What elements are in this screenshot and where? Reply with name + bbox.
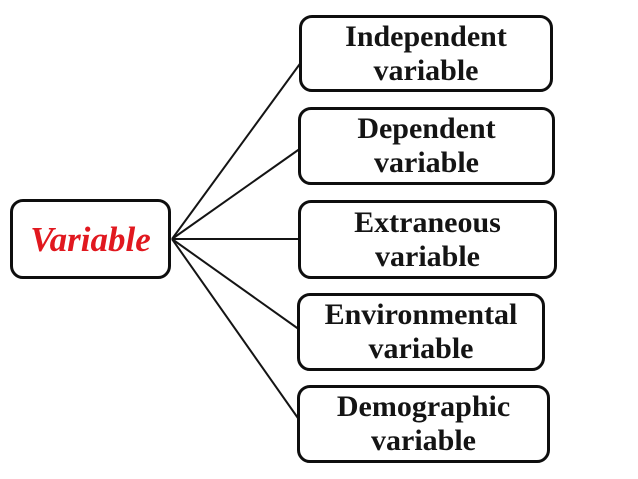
node-label-line1: Extraneous	[354, 205, 501, 239]
node-dependent-variable: Dependent variable	[298, 107, 555, 185]
node-label-line1: Dependent	[357, 112, 496, 145]
node-environmental-variable: Environmental variable	[297, 293, 545, 371]
connector-line-demographic	[171, 238, 301, 422]
node-independent-variable: Independent variable	[299, 15, 553, 92]
node-demographic-variable: Demographic variable	[297, 385, 550, 463]
node-label-line2: variable	[368, 332, 474, 365]
node-variable: Variable	[10, 199, 171, 279]
node-label-line2: variable	[373, 53, 479, 87]
node-label-line1: Environmental	[324, 298, 518, 331]
connector-line-independent	[171, 60, 303, 240]
node-extraneous-variable: Extraneous variable	[298, 200, 557, 279]
connector-line-environmental	[171, 238, 301, 331]
connector-line-dependent	[171, 147, 302, 240]
node-label-line2: variable	[374, 146, 479, 179]
node-label-line2: variable	[371, 424, 476, 457]
node-label-line2: variable	[375, 239, 480, 273]
node-label-line1: Independent	[345, 19, 507, 53]
node-label-line1: Demographic	[336, 390, 511, 423]
variable-label: Variable	[30, 219, 151, 259]
